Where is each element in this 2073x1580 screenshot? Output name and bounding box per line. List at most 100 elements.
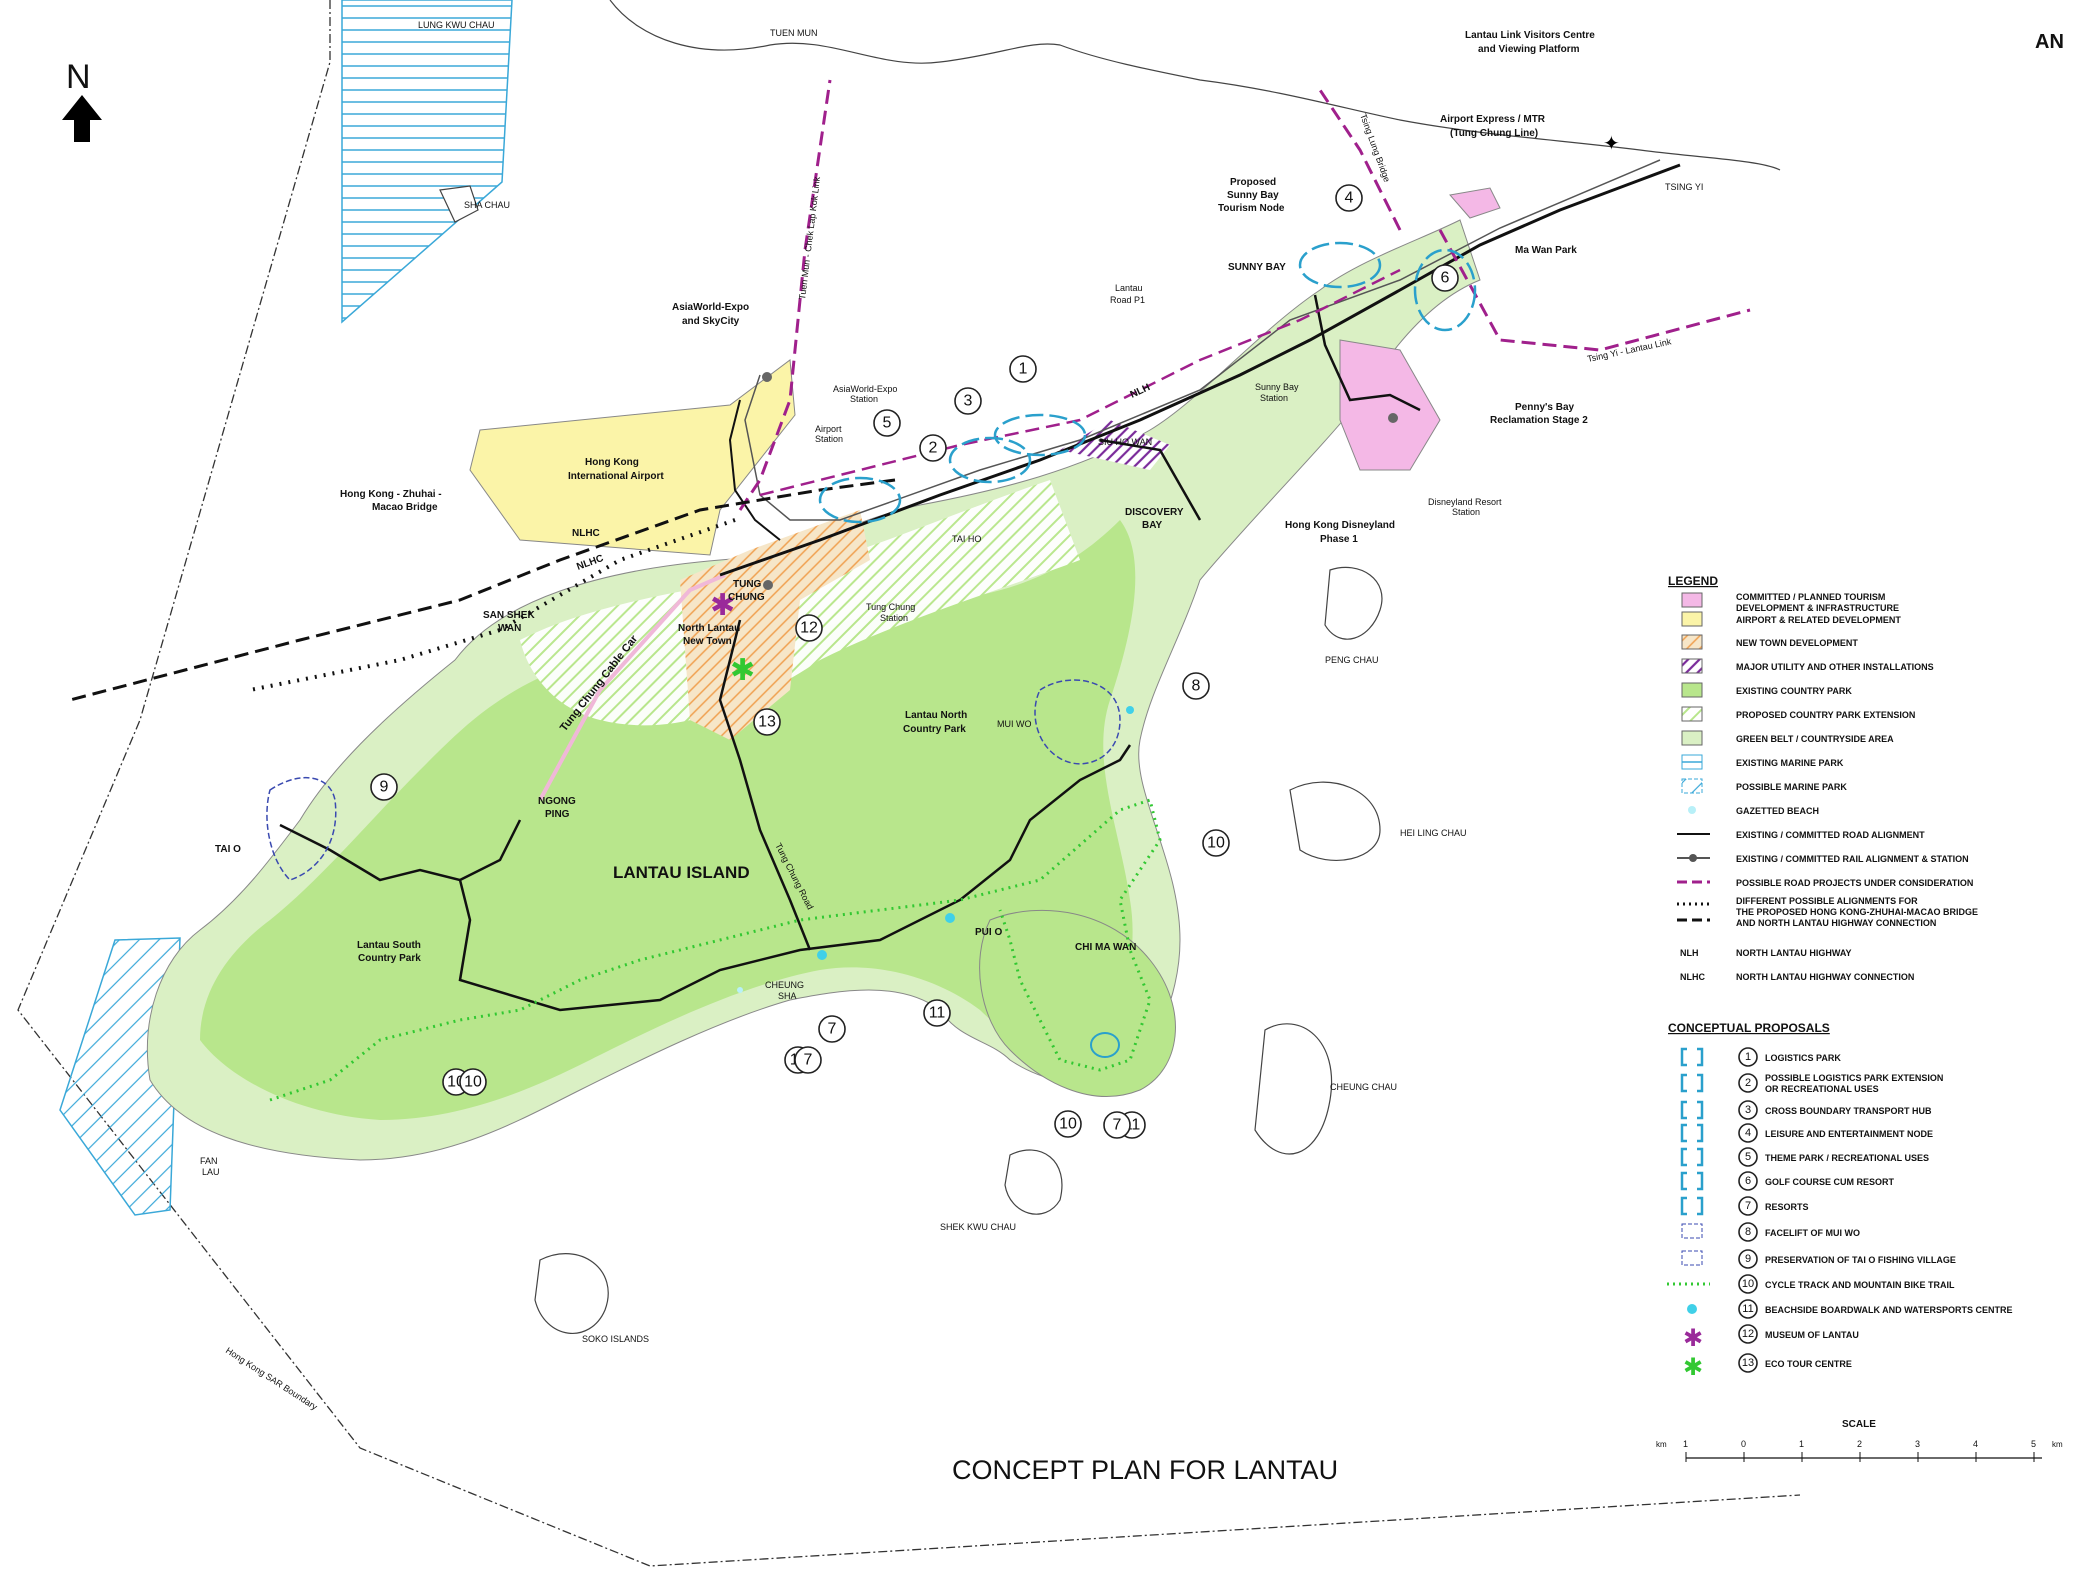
label-nlh: NLH [1129,382,1152,401]
corner-text: AN [2035,31,2064,53]
map-marker-number: 12 [800,620,818,637]
legend-label: NORTH LANTAU HIGHWAY CONNECTION [1736,972,1914,982]
legend-item: EXISTING / COMMITTED ROAD ALIGNMENT [1677,830,1925,840]
label-hkia-2: International Airport [568,471,664,482]
label-hzmb-1: Hong Kong - Zhuhai - [340,489,442,500]
museum-star-icon: ✱ [1683,1324,1703,1352]
legend-abbr: NLHC [1680,972,1705,982]
label-disneyland-station-1: Disneyland Resort [1428,497,1502,507]
label-soko-islands: SOKO ISLANDS [582,1334,649,1344]
legend-item: POSSIBLE MARINE PARK [1681,778,1847,794]
label-pui-o: PUI O [975,927,1002,938]
legend-label: NEW TOWN DEVELOPMENT [1736,638,1858,648]
legend-swatch [1681,778,1703,794]
label-new-town-1: North Lantau [678,623,740,634]
proposal-swatch [1680,1100,1704,1120]
label-ngong-ping-2: PING [545,809,570,820]
hzmb-alignment-dotted [249,518,736,692]
proposal-number: 9 [1745,1253,1751,1265]
beach-dot [737,987,743,993]
legend-item: GREEN BELT / COUNTRYSIDE AREA [1681,730,1894,746]
map-marker-12: 12 [795,614,823,642]
possible-road-north-lantau [759,268,1401,497]
legend-item: EXISTING MARINE PARK [1681,754,1844,770]
proposal-swatch [1687,1304,1697,1314]
label-lung-kwu-chau: LUNG KWU CHAU [418,20,495,30]
label-tsing-yi: TSING YI [1665,182,1703,192]
label-cheung-sha-2: SHA [778,991,797,1001]
scale-unit-right: km [2052,1440,2063,1449]
label-tung-chung-1: TUNG [733,579,762,590]
label-lantau-road-1: Lantau [1115,283,1143,293]
label-airport-express-1: Airport Express / MTR [1440,114,1546,125]
map-marker-10: 10 [1202,829,1230,857]
scale-title: SCALE [1842,1419,1876,1430]
label-peng-chau: PENG CHAU [1325,655,1379,665]
map-marker-8: 8 [1182,672,1210,700]
legend-label: PROPOSED COUNTRY PARK EXTENSION [1736,710,1915,720]
proposal-number: 5 [1745,1151,1751,1163]
museum-star-icon: ✱ [710,588,735,623]
map-marker-number: 1 [1019,361,1028,378]
label-asiaworld-1: AsiaWorld-Expo [672,302,749,313]
label-tsing-yi-lantau-link: Tsing Yi - Lantau Link [1586,336,1672,364]
proposal-label: CYCLE TRACK AND MOUNTAIN BIKE TRAIL [1765,1280,1955,1290]
label-sha-chau: SHA CHAU [464,200,510,210]
label-airport-express-2: (Tung Chung Line) [1450,128,1538,139]
proposal-area-5 [818,476,902,524]
proposal-number: 7 [1745,1200,1751,1212]
proposal-swatch [1680,1073,1704,1093]
label-lantau-south-cp-1: Lantau South [357,940,421,951]
label-cheung-chau: CHEUNG CHAU [1330,1082,1397,1092]
hei-ling-chau-island [1289,781,1381,861]
map-marker-number: 11 [929,1005,946,1022]
proposal-area-7 [1090,1032,1120,1058]
numbered-markers: 12345678910111213101010111177 [370,184,1459,1139]
label-asiaworld-station-2: Station [850,394,878,404]
tourism-pennys-bay [1339,339,1441,471]
viewpoint-diamond-icon: ✦ [1603,131,1620,155]
label-discovery-bay-1: DISCOVERY [1125,507,1184,518]
label-ma-wan-park: Ma Wan Park [1515,245,1577,256]
utility-area [1060,420,1170,470]
label-tai-o: TAI O [215,844,241,855]
label-tung-chung-station-2: Station [880,613,908,623]
beach-dot [945,913,955,923]
proposal-swatch [1680,1123,1704,1143]
legend-swatch [1681,730,1703,746]
proposals-heading: CONCEPTUAL PROPOSALS [1668,1021,1830,1035]
label-hkia-1: Hong Kong [585,457,639,468]
road-airport-link [728,399,781,541]
map-marker-number: 13 [758,714,776,731]
map-marker-number: 5 [883,415,892,432]
north-arrow-icon [62,95,102,142]
map-marker-10: 10 [459,1068,487,1096]
label-tuen-mun: TUEN MUN [770,28,818,38]
airport-area [469,359,796,556]
proposal-number: 13 [1742,1357,1754,1369]
label-new-town-2: New Town [683,636,732,647]
legend-label: NORTH LANTAU HIGHWAY [1736,948,1852,958]
legend-label: COMMITTED / PLANNED TOURISM [1736,592,1885,602]
road-pennys-bay [1313,294,1421,412]
proposal-label: LOGISTICS PARK [1765,1053,1841,1063]
map-marker-number: 10 [1207,835,1225,852]
map-marker-number: 7 [1113,1117,1122,1134]
label-disneyland-2: Phase 1 [1320,534,1358,545]
label-san-shek-wan-2: WAN [498,623,521,634]
cable-car-line [538,573,726,801]
legend-item: MAJOR UTILITY AND OTHER INSTALLATIONS [1681,658,1934,674]
proposal-label-cont: OR RECREATIONAL USES [1765,1084,1879,1094]
proposal-number: 12 [1742,1328,1754,1340]
possible-road-tuen-mun-link [738,79,832,511]
